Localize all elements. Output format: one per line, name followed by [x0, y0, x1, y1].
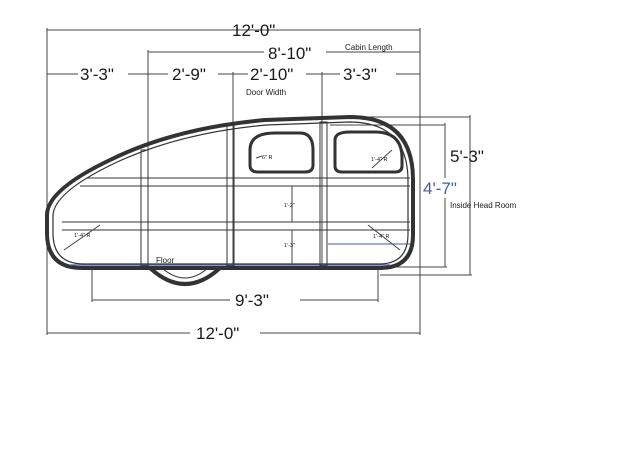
- cabin-length-label: Cabin Length: [345, 43, 393, 52]
- seg-front-label: 3'-3": [80, 65, 114, 84]
- seg-rear-label: 3'-3": [343, 65, 377, 84]
- horizontal-ribs: [62, 177, 410, 231]
- rib-lower-spacing-label: 1'-3": [284, 243, 295, 249]
- floor-label: Floor: [156, 256, 175, 265]
- overall-top-dimension: [46, 28, 421, 335]
- overall-top-label: 12'-0": [232, 21, 275, 40]
- rear-window: [333, 130, 404, 174]
- head-room-label: Inside Head Room: [450, 201, 517, 210]
- wheel-fender: [148, 266, 222, 286]
- height-inside-label: 4'-7": [423, 179, 457, 198]
- trailer-shell-inner: [52, 121, 409, 265]
- vertical-ribs: [140, 121, 328, 267]
- floor-length-label: 9'-3": [235, 291, 269, 310]
- cabin-length-value: 8'-10": [268, 44, 311, 63]
- seg-door-label: 2'-10": [250, 65, 293, 84]
- corner-radius-rear-top-label: 1'-4" R: [371, 157, 387, 163]
- seg-2-label: 2'-9": [172, 65, 206, 84]
- height-outside-label: 5'-3": [450, 147, 484, 166]
- door-width-label: Door Width: [246, 88, 286, 97]
- rib-upper-spacing-label: 1'-2": [284, 203, 295, 209]
- corner-radius-front-bottom-label: 1'-4" R: [74, 233, 90, 239]
- window-radius-label: 6" R: [262, 155, 273, 161]
- corner-radius-rear-bottom-label: 1'-4" R: [373, 234, 389, 240]
- door-window: [248, 131, 315, 174]
- overall-bottom-label: 12'-0": [196, 324, 239, 343]
- trailer-shell-outer: [45, 114, 415, 270]
